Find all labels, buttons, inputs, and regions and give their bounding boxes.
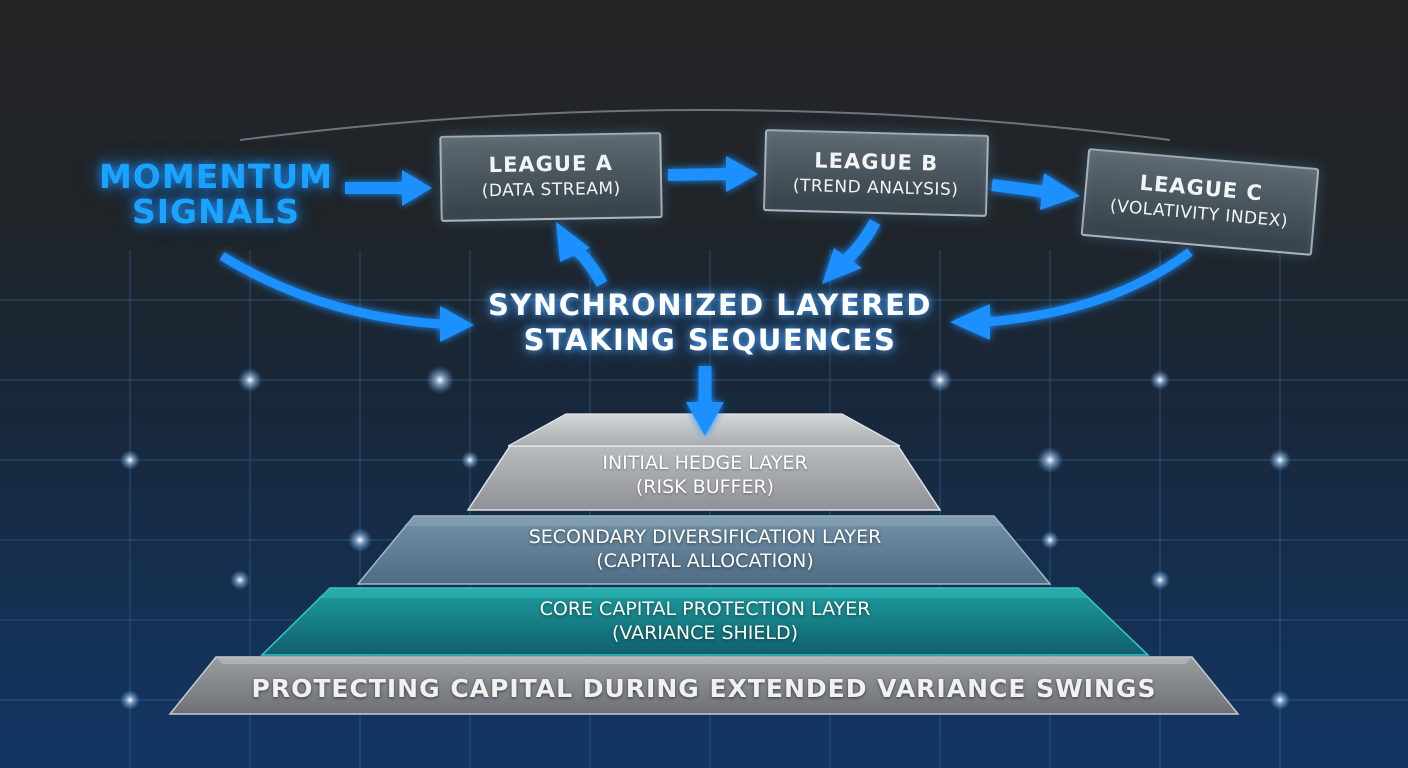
- secondary-layer-title: SECONDARY DIVERSIFICATION LAYER: [528, 526, 882, 548]
- league-b-name: LEAGUE B: [814, 148, 939, 176]
- core-layer-sub: (VARIANCE SHIELD): [611, 621, 799, 644]
- sync-title: SYNCHRONIZED LAYERED STAKING SEQUENCES: [440, 288, 980, 358]
- arrow-icon: [686, 366, 724, 436]
- hedge-layer-title: INITIAL HEDGE LAYER: [602, 452, 808, 474]
- base-layer-label: PROTECTING CAPITAL DURING EXTENDED VARIA…: [200, 673, 1208, 704]
- momentum-signals-label: MOMENTUM SIGNALS: [96, 157, 336, 231]
- league-a-box: LEAGUE A (DATA STREAM): [439, 132, 663, 222]
- arrow-icon: [950, 248, 1193, 340]
- arrow-icon: [991, 173, 1080, 210]
- momentum-signals-line2: SIGNALS: [131, 191, 301, 231]
- arrow-icon: [219, 252, 474, 342]
- arrow-icon: [822, 219, 881, 284]
- secondary-layer-label: SECONDARY DIVERSIFICATION LAYER (CAPITAL…: [440, 526, 970, 574]
- league-a-name: LEAGUE A: [488, 150, 614, 178]
- momentum-signals-line1: MOMENTUM: [98, 157, 334, 196]
- flow-arrows: [219, 156, 1193, 436]
- core-layer-label: CORE CAPITAL PROTECTION LAYER (VARIANCE …: [440, 598, 970, 646]
- league-b-sub: (TREND ANALYSIS): [792, 175, 959, 201]
- sync-title-line2: STAKING SEQUENCES: [523, 322, 897, 357]
- top-arc: [239, 109, 1171, 141]
- secondary-layer-sub: (CAPITAL ALLOCATION): [596, 549, 814, 572]
- arrow-icon: [556, 222, 608, 287]
- league-a-sub: (DATA STREAM): [481, 178, 621, 202]
- base-layer-text: PROTECTING CAPITAL DURING EXTENDED VARIA…: [251, 674, 1157, 703]
- sync-title-line1: SYNCHRONIZED LAYERED: [488, 288, 932, 322]
- sparkle-icons: [120, 366, 1291, 710]
- hedge-layer-label: INITIAL HEDGE LAYER (RISK BUFFER): [540, 452, 870, 500]
- arrow-icon: [345, 170, 432, 206]
- hedge-layer-sub: (RISK BUFFER): [635, 475, 775, 498]
- arrow-icon: [667, 156, 758, 192]
- league-b-box: LEAGUE B (TREND ANALYSIS): [762, 129, 990, 217]
- core-layer-title: CORE CAPITAL PROTECTION LAYER: [539, 598, 871, 620]
